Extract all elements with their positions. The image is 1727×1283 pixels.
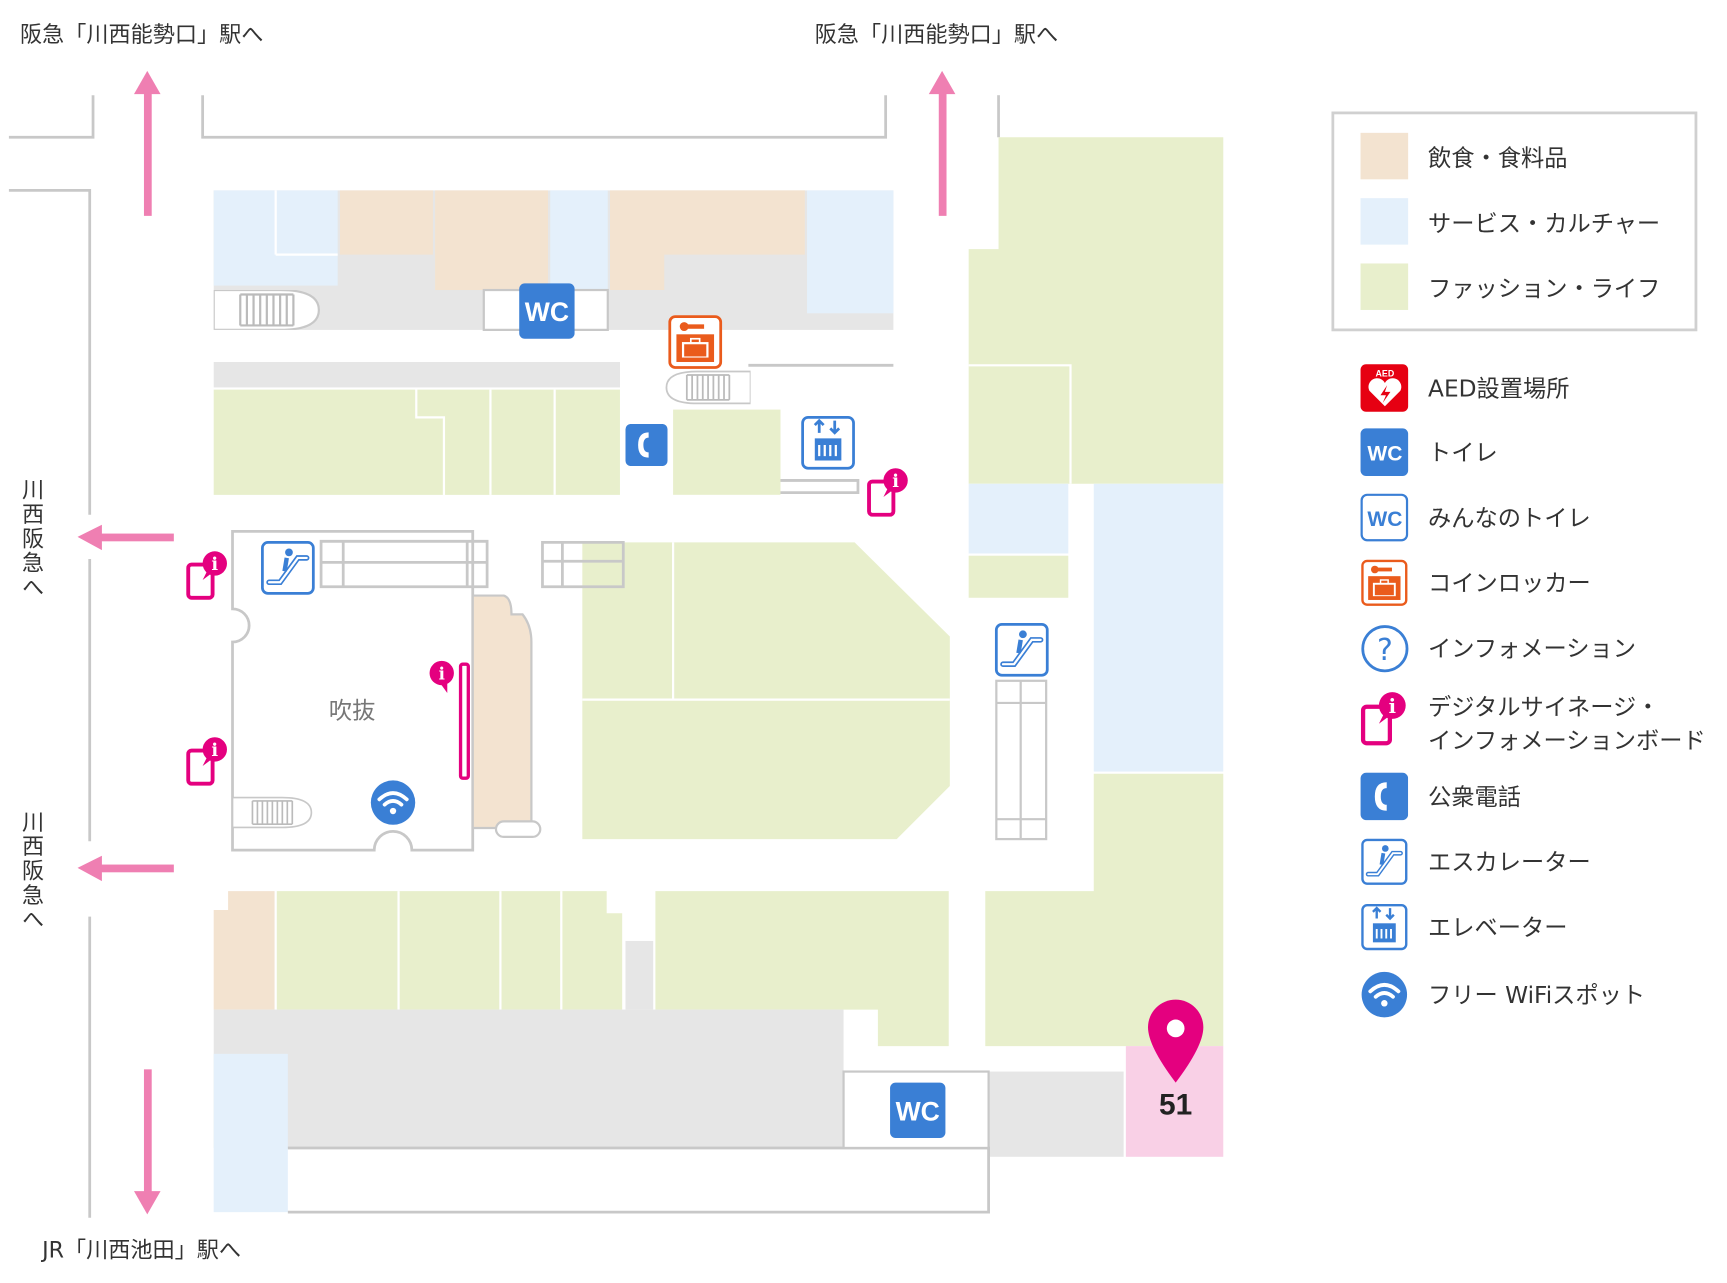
shops-east-block (968, 137, 1224, 1157)
shop-number: 51 (1159, 1089, 1192, 1122)
svg-text:?: ? (1377, 633, 1393, 668)
svg-text:WC: WC (1367, 443, 1402, 466)
legend-digital-signage-line2: インフォメーションボード (1428, 727, 1706, 754)
legend-food: 飲食・食料品 (1428, 145, 1567, 172)
legend-accessible-toilet: みんなのトイレ (1428, 505, 1591, 532)
legend-information: インフォメーション (1428, 635, 1636, 662)
direction-north-right: 阪急「川西能勢口」駅へ (815, 22, 1058, 48)
food-swatch (1360, 132, 1409, 180)
digital-signage-icon[interactable] (186, 735, 229, 786)
direction-south: JR「川西池田」駅へ (40, 1238, 241, 1264)
svg-text:WC: WC (525, 297, 569, 327)
svg-text:AED: AED (1376, 368, 1395, 378)
direction-west-lower: 川西阪急へ (18, 810, 44, 932)
arrow-left-icon (77, 855, 174, 882)
shops-south-block (213, 891, 990, 1214)
wifi-icon (1360, 970, 1409, 1019)
digital-signage-icon (1363, 692, 1406, 743)
shops-center-block (541, 541, 1048, 841)
arrow-up-icon (928, 70, 956, 216)
toilet-icon: WC (1360, 428, 1409, 477)
escalator-icon[interactable] (996, 624, 1047, 675)
digital-signage-icon[interactable] (186, 549, 229, 600)
elevator-icon[interactable] (801, 415, 855, 470)
accessible-toilet-icon: WC (1360, 493, 1409, 542)
information-icon: ? (1361, 625, 1409, 673)
direction-north-left: 阪急「川西能勢口」駅へ (20, 22, 263, 48)
arrow-up-icon (133, 70, 161, 216)
shops-north-block (213, 190, 894, 495)
svg-text:WC: WC (896, 1096, 940, 1126)
location-pin: 51 (1147, 999, 1204, 1122)
wc-north[interactable]: WC (519, 283, 575, 339)
legend-coin-locker: コインロッカー (1428, 570, 1591, 597)
legend: 飲食・食料品 サービス・カルチャー ファッション・ライフ AED AED設置場所… (1331, 111, 1706, 1019)
legend-toilet: トイレ (1428, 440, 1498, 467)
digital-signage-icon[interactable]: i (429, 660, 454, 693)
svg-text:WC: WC (1367, 508, 1402, 531)
arrow-down-icon (133, 1069, 161, 1215)
escalator-icon[interactable] (262, 542, 313, 593)
legend-escalator: エスカレーター (1428, 849, 1591, 876)
direction-west-upper: 川西阪急へ (18, 478, 44, 600)
arrow-left-icon (77, 524, 174, 551)
escalator-icon (1362, 840, 1406, 884)
legend-service: サービス・カルチャー (1428, 210, 1660, 237)
service-swatch (1360, 198, 1409, 245)
wifi-icon[interactable] (369, 779, 417, 826)
legend-wifi: フリー WiFiスポット (1428, 982, 1645, 1009)
legend-aed: AED設置場所 (1428, 375, 1569, 402)
coin-locker-icon[interactable] (668, 315, 723, 369)
public-phone-icon[interactable] (625, 423, 668, 467)
legend-fashion: ファッション・ライフ (1428, 276, 1660, 303)
svg-text:i: i (439, 664, 445, 684)
fashion-swatch (1360, 263, 1409, 310)
elevator-icon (1361, 904, 1408, 951)
atrium: 吹抜 (231, 529, 542, 852)
aed-icon: AED (1360, 364, 1409, 412)
direction-arrows (77, 70, 956, 1215)
street-lines (8, 95, 1000, 1218)
coin-locker-icon (1361, 559, 1408, 606)
digital-signage-icon[interactable] (867, 466, 910, 517)
legend-digital-signage: デジタルサイネージ・ (1428, 694, 1659, 721)
legend-phone: 公衆電話 (1428, 784, 1521, 811)
atrium-label: 吹抜 (329, 697, 375, 724)
legend-elevator: エレベーター (1428, 914, 1567, 941)
public-phone-icon (1360, 772, 1409, 821)
wc-south[interactable]: WC (890, 1082, 946, 1138)
